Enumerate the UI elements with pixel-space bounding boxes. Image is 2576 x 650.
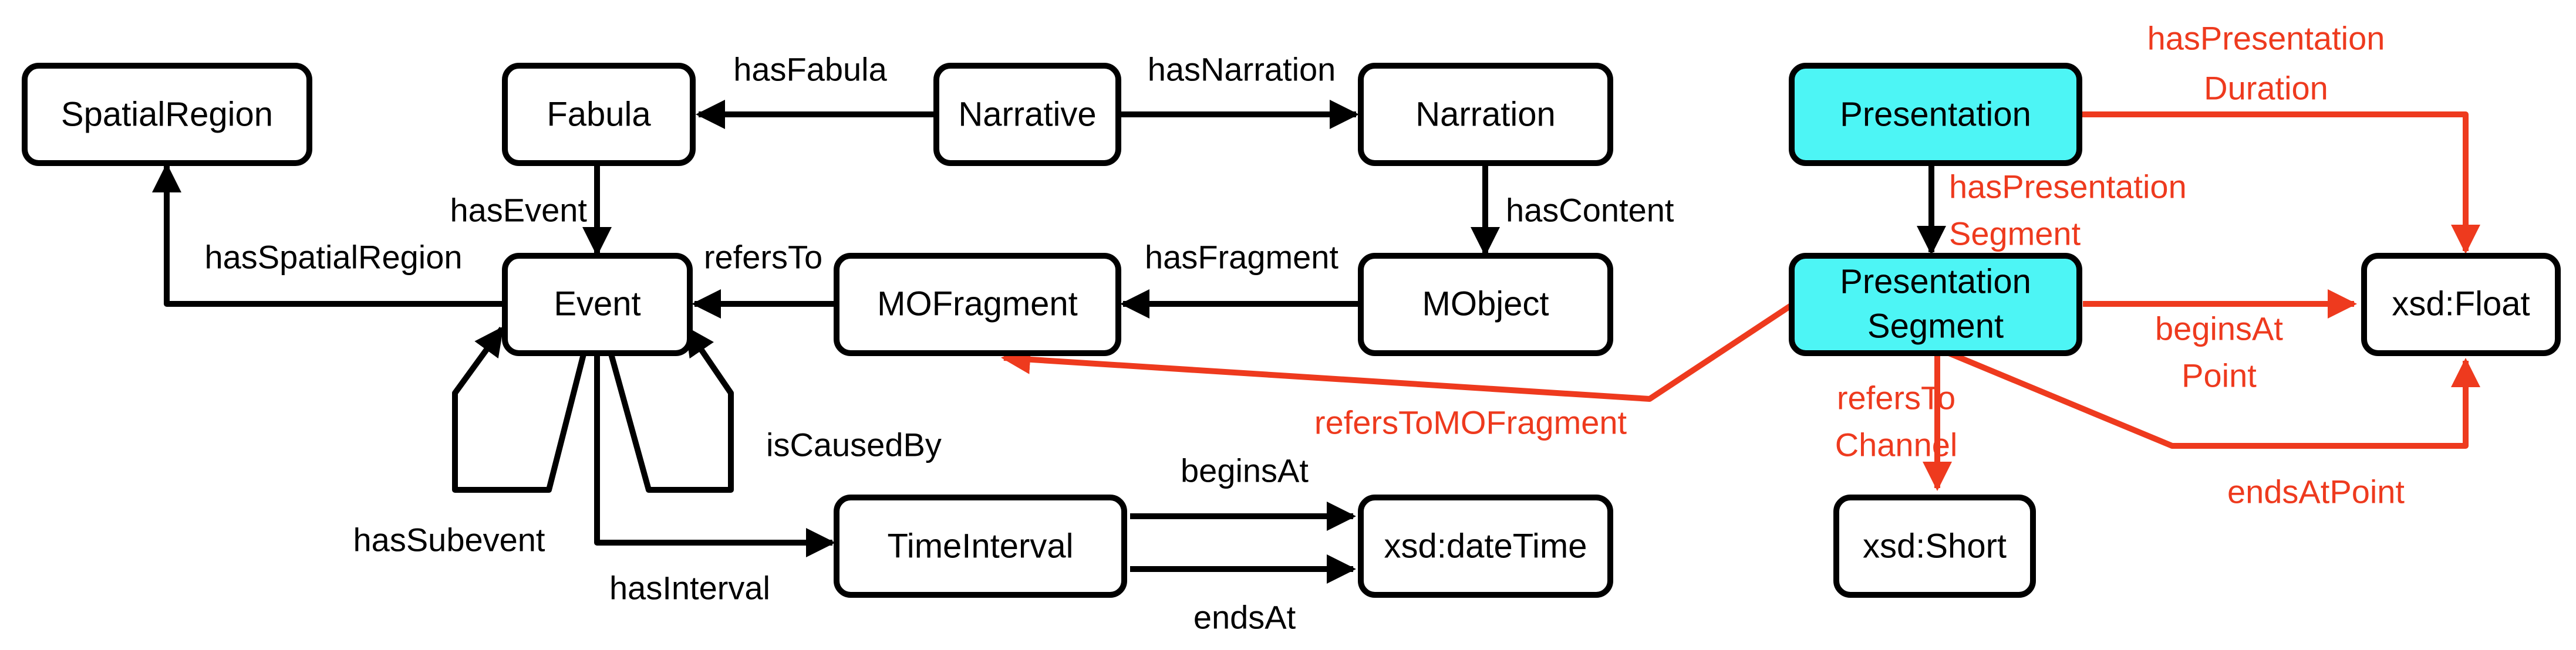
node-short: xsd:Short bbox=[1833, 495, 2036, 598]
label-endsatpoint: endsAtPoint bbox=[2227, 473, 2405, 510]
node-datetime-label: xsd:dateTime bbox=[1384, 527, 1587, 566]
edge-hasspatialregion bbox=[152, 163, 505, 307]
node-presentationsegment: Presentation Segment bbox=[1789, 253, 2082, 356]
edge-iscausedby bbox=[608, 326, 734, 493]
label-hasevent: hasEvent bbox=[450, 192, 588, 229]
node-short-label: xsd:Short bbox=[1863, 527, 2007, 566]
node-fabula-label: Fabula bbox=[547, 96, 651, 134]
edge-haspresentationduration bbox=[2081, 111, 2480, 254]
label-hasfabula: hasFabula bbox=[733, 51, 887, 88]
label-haspresentationduration-line1: hasPresentation bbox=[2147, 20, 2385, 57]
label-referstochannel-line1: refersTo bbox=[1837, 380, 1955, 417]
label-hasspatialregion: hasSpatialRegion bbox=[205, 239, 463, 276]
node-spatialregion-label: SpatialRegion bbox=[61, 96, 273, 134]
label-hascontent: hasContent bbox=[1506, 192, 1674, 229]
node-presentationsegment-label-line2: Segment bbox=[1867, 307, 2004, 346]
node-spatialregion: SpatialRegion bbox=[22, 63, 312, 166]
node-fabula: Fabula bbox=[502, 63, 696, 166]
node-datetime: xsd:dateTime bbox=[1358, 495, 1613, 598]
edge-hasinterval bbox=[594, 352, 835, 557]
node-narrative-label: Narrative bbox=[958, 96, 1096, 134]
label-haspresentationsegment-line1: hasPresentation bbox=[1949, 168, 2187, 205]
edge-referstomofragment bbox=[1001, 302, 1793, 402]
node-narration-label: Narration bbox=[1415, 96, 1556, 134]
label-hasfragment: hasFragment bbox=[1145, 239, 1338, 276]
label-hasnarration: hasNarration bbox=[1148, 51, 1336, 88]
node-timeinterval: TimeInterval bbox=[834, 495, 1127, 598]
node-timeinterval-label: TimeInterval bbox=[888, 527, 1074, 566]
label-iscausedby: isCausedBy bbox=[766, 426, 942, 463]
node-presentation-label: Presentation bbox=[1840, 96, 2031, 134]
label-referstomofragment: refersToMOFragment bbox=[1314, 404, 1627, 441]
label-haspresentationduration-line2: Duration bbox=[2204, 70, 2328, 107]
node-presentationsegment-label-line1: Presentation bbox=[1840, 263, 2031, 301]
node-mofragment: MOFragment bbox=[834, 253, 1121, 356]
node-mobject-label: MObject bbox=[1422, 285, 1549, 323]
node-narrative: Narrative bbox=[933, 63, 1121, 166]
node-narration: Narration bbox=[1358, 63, 1613, 166]
node-event-label: Event bbox=[554, 285, 640, 323]
label-hassubevent: hasSubevent bbox=[353, 522, 545, 558]
label-beginsatpoint-line1: beginsAt bbox=[2155, 310, 2283, 347]
node-mofragment-label: MOFragment bbox=[877, 285, 1078, 323]
label-referstochannel-line2: Channel bbox=[1835, 426, 1958, 463]
label-beginsatpoint-line2: Point bbox=[2181, 357, 2257, 394]
label-refersto: refersTo bbox=[704, 239, 822, 276]
node-mobject: MObject bbox=[1358, 253, 1613, 356]
node-presentation: Presentation bbox=[1789, 63, 2082, 166]
edge-hassubevent bbox=[452, 326, 587, 493]
node-float: xsd:Float bbox=[2361, 253, 2561, 356]
label-beginsat: beginsAt bbox=[1181, 452, 1309, 489]
label-hasinterval: hasInterval bbox=[609, 570, 770, 607]
edge-endsatpoint bbox=[1945, 349, 2480, 449]
node-float-label: xsd:Float bbox=[2392, 285, 2530, 323]
label-haspresentationsegment-line2: Segment bbox=[1949, 215, 2081, 252]
label-endsat: endsAt bbox=[1193, 599, 1296, 636]
node-event: Event bbox=[502, 253, 693, 356]
